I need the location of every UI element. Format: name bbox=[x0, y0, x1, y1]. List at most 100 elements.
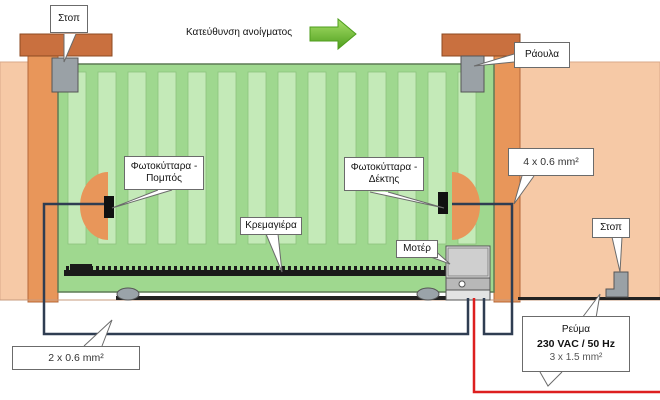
gate-bar bbox=[217, 71, 237, 245]
motor-text: Μοτέρ bbox=[403, 243, 431, 254]
rack-tooth bbox=[264, 266, 267, 270]
rack-tooth bbox=[396, 266, 399, 270]
photocell-rx-arc bbox=[452, 172, 480, 240]
rack-tooth bbox=[378, 266, 381, 270]
stop-left-text: Στοπ bbox=[58, 13, 80, 24]
rack-tooth bbox=[312, 266, 315, 270]
rack-tooth bbox=[198, 266, 201, 270]
rack-tooth bbox=[162, 266, 165, 270]
stop-block-right bbox=[605, 271, 629, 298]
callout-motor: Μοτέρ bbox=[396, 240, 438, 258]
callout-power: Ρεύμα 230 VAC / 50 Hz 3 x 1.5 mm² bbox=[522, 316, 630, 372]
rack-tooth bbox=[114, 266, 117, 270]
rack-tooth bbox=[258, 266, 261, 270]
rack-tooth bbox=[144, 266, 147, 270]
power-cable-spec: 3 x 1.5 mm² bbox=[549, 352, 603, 363]
gate-bar bbox=[277, 71, 297, 245]
rack-tooth bbox=[138, 266, 141, 270]
rack-tooth bbox=[330, 266, 333, 270]
rack-tooth bbox=[66, 266, 69, 270]
pointer-cable-bottom bbox=[83, 319, 113, 347]
rack-tooth bbox=[360, 266, 363, 270]
callout-photocell-tx: Φωτοκύτταρα - Πομπός bbox=[124, 156, 204, 190]
rack-text: Κρεμαγιέρα bbox=[245, 220, 297, 231]
track bbox=[116, 296, 446, 300]
rack-tooth bbox=[336, 266, 339, 270]
rack-tooth bbox=[438, 266, 441, 270]
rack-tooth bbox=[252, 266, 255, 270]
rack-tooth bbox=[306, 266, 309, 270]
rack-tooth bbox=[102, 266, 105, 270]
rack-tooth bbox=[342, 266, 345, 270]
rack-tooth bbox=[222, 266, 225, 270]
rack-tooth bbox=[192, 266, 195, 270]
post-right bbox=[493, 55, 521, 303]
rack-tooth bbox=[402, 266, 405, 270]
rack-tooth bbox=[324, 266, 327, 270]
direction-arrow bbox=[309, 17, 357, 51]
rack-tooth bbox=[96, 266, 99, 270]
power-voltage: 230 VAC / 50 Hz bbox=[536, 338, 615, 350]
wheel-left bbox=[116, 287, 140, 301]
rack-end bbox=[70, 264, 92, 270]
photocell-tx-arc bbox=[80, 172, 108, 240]
rack-tooth bbox=[354, 266, 357, 270]
rack-tooth bbox=[294, 266, 297, 270]
cable-photocells bbox=[42, 202, 514, 336]
track-right bbox=[518, 297, 660, 300]
pointer-rack bbox=[265, 233, 283, 273]
callout-rack: Κρεμαγιέρα bbox=[240, 217, 302, 235]
callout-cable-top: 4 x 0.6 mm² bbox=[508, 148, 594, 176]
pointer-power bbox=[539, 371, 563, 387]
gate-bar bbox=[247, 71, 267, 245]
stop-right-text: Στοπ bbox=[600, 222, 622, 233]
rack-tooth bbox=[372, 266, 375, 270]
power-title: Ρεύμα bbox=[561, 324, 591, 335]
direction-label: Κατεύθυνση ανοίγματος bbox=[186, 27, 293, 38]
rack-tooth bbox=[210, 266, 213, 270]
rack-bar bbox=[64, 270, 448, 276]
rack-tooth bbox=[108, 266, 111, 270]
gate-bar bbox=[427, 71, 447, 245]
rack-tooth bbox=[234, 266, 237, 270]
stop-block-left bbox=[51, 57, 79, 93]
rack-tooth bbox=[126, 266, 129, 270]
gate-bar bbox=[307, 71, 327, 245]
rack-tooth bbox=[246, 266, 249, 270]
power-cable bbox=[472, 298, 660, 394]
rack-tooth bbox=[408, 266, 411, 270]
pointer-track bbox=[581, 293, 601, 319]
motor-gear bbox=[458, 280, 466, 288]
rack-tooth bbox=[288, 266, 291, 270]
rack-tooth bbox=[150, 266, 153, 270]
cable-bottom-text: 2 x 0.6 mm² bbox=[48, 352, 104, 364]
rack-tooth bbox=[228, 266, 231, 270]
pointer-cable-top bbox=[513, 175, 535, 205]
pointer-roller bbox=[473, 53, 515, 67]
photocell-tx-line2: Πομπός bbox=[146, 173, 182, 184]
rack-tooth bbox=[300, 266, 303, 270]
callout-roller: Ράουλα bbox=[514, 42, 570, 68]
rack-tooth bbox=[276, 266, 279, 270]
pointer-rx bbox=[369, 191, 445, 209]
photocell-rx bbox=[438, 192, 448, 214]
callout-cable-bottom: 2 x 0.6 mm² bbox=[12, 346, 140, 370]
callout-photocell-rx: Φωτοκύτταρα - Δέκτης bbox=[344, 157, 424, 191]
rack-tooth bbox=[414, 266, 417, 270]
rack-tooth bbox=[240, 266, 243, 270]
motor-cover bbox=[447, 247, 489, 277]
wall-left bbox=[0, 61, 29, 301]
callout-stop-left: Στοπ bbox=[50, 5, 88, 33]
rack-tooth bbox=[384, 266, 387, 270]
pointer-tx bbox=[111, 189, 173, 209]
rack-tooth bbox=[132, 266, 135, 270]
rack-tooth bbox=[426, 266, 429, 270]
callout-stop-right: Στοπ bbox=[592, 218, 630, 238]
wall-right bbox=[519, 61, 660, 301]
roller-text: Ράουλα bbox=[524, 49, 560, 60]
rack-tooth bbox=[174, 266, 177, 270]
motor-base bbox=[445, 277, 491, 291]
rack-tooth bbox=[348, 266, 351, 270]
rack-tooth bbox=[282, 266, 285, 270]
